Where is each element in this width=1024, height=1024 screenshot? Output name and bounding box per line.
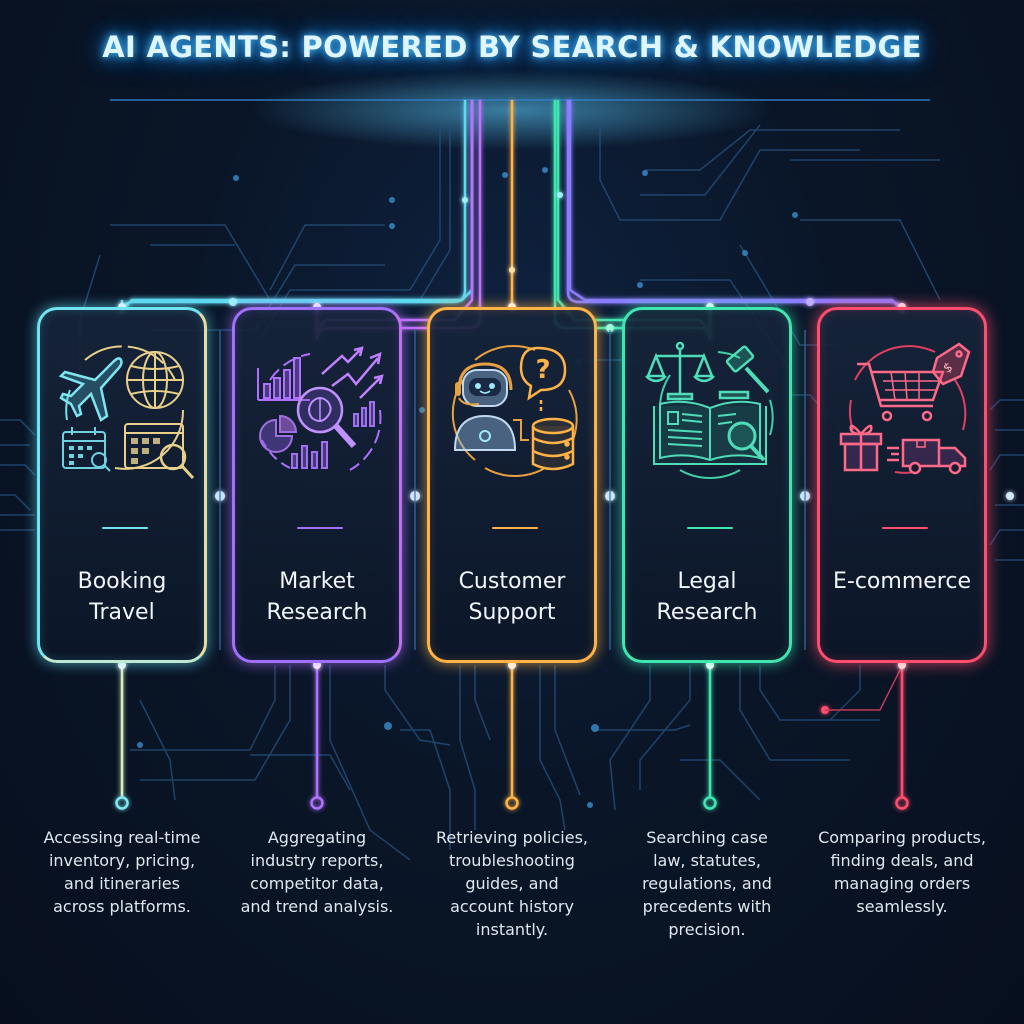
bar-chart-icon [257, 357, 310, 401]
legal-icon-group [645, 341, 774, 480]
card-label: E-commerce [833, 569, 971, 594]
market-icon-group [257, 346, 384, 471]
shopping-cart-icon [857, 362, 945, 422]
description-customer-support: Retrieving policies, troubleshooting gui… [435, 828, 589, 939]
trend-arrows-icon [321, 346, 384, 399]
svg-text:?: ? [535, 355, 550, 385]
support-icon-group: ? [451, 345, 578, 478]
card-label: Legal Research [656, 569, 758, 625]
card-market-research[interactable]: Market Research [232, 307, 402, 663]
card-divider [882, 527, 928, 529]
ecommerce-icon-group: $ [839, 342, 971, 475]
card-booking-travel[interactable]: Booking Travel [37, 307, 207, 663]
calendar-grid-search-icon [124, 423, 195, 480]
calendar-search-icon [62, 427, 111, 472]
globe-icon [126, 351, 184, 409]
travel-icon-group [58, 345, 195, 480]
card-divider [297, 527, 343, 529]
card-customer-support[interactable]: ? Customer Support [427, 307, 597, 663]
database-icon [531, 417, 575, 471]
airplane-icon [58, 357, 123, 422]
card-divider [492, 527, 538, 529]
price-tag-icon: $ [931, 342, 971, 386]
gavel-icon [718, 345, 770, 400]
card-divider [687, 527, 733, 529]
page-title: AI AGENTS: POWERED BY SEARCH & KNOWLEDGE [102, 30, 922, 64]
card-legal-research[interactable]: Legal Research [622, 307, 792, 663]
description-legal-research: Searching case law, statutes, regulation… [642, 828, 772, 939]
card-label: Booking Travel [77, 569, 167, 625]
scales-icon [645, 341, 715, 401]
gift-icon [839, 424, 883, 472]
brain-magnifier-icon [296, 386, 357, 449]
description-e-commerce: Comparing products, finding deals, and m… [818, 828, 986, 916]
card-divider [102, 527, 148, 529]
description-market-research: Aggregating industry reports, competitor… [240, 828, 394, 916]
pie-chart-icon [259, 414, 298, 453]
question-bubble-icon: ? [519, 346, 567, 414]
card-e-commerce[interactable]: $ E-commerce [817, 307, 987, 663]
description-booking-travel: Accessing real-time inventory, pricing, … [43, 828, 201, 916]
support-robot-icon [453, 362, 517, 451]
card-label: Customer Support [458, 569, 566, 625]
card-label: Market Research [266, 569, 368, 625]
open-book-search-icon [653, 400, 767, 465]
delivery-truck-icon [887, 438, 967, 475]
